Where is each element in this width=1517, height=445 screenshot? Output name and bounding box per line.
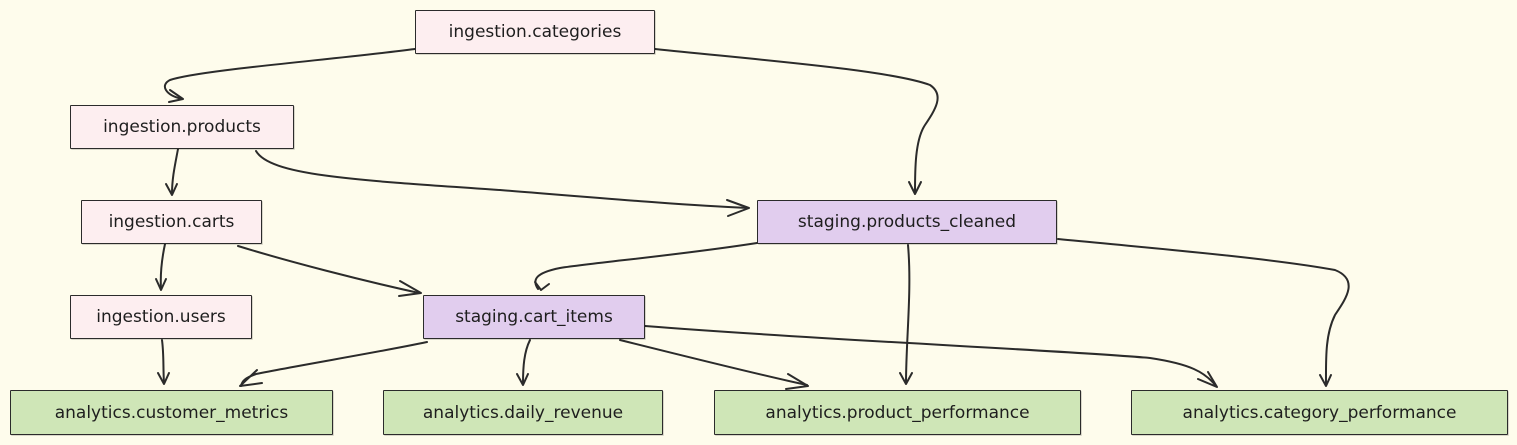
arrowhead-cart-items-category-performance [1197, 371, 1218, 388]
arrowhead-products-products-cleaned [726, 199, 750, 217]
arrowhead-cart-items-daily-revenue [516, 373, 529, 386]
edge-categories-products-cleaned [654, 48, 939, 194]
edge-products-carts [171, 148, 179, 195]
arrowhead-products-carts [165, 183, 178, 196]
node-staging-products-cleaned: staging.products_cleaned [757, 200, 1057, 244]
arrowhead-categories-products [168, 89, 184, 103]
edge-products-products-cleaned [255, 150, 749, 209]
arrowhead-cart-items-product-performance [785, 373, 809, 390]
edge-cart-items-product-performance [619, 339, 808, 386]
node-staging-cart-items: staging.cart_items [423, 295, 645, 339]
edge-carts-cart-items [237, 245, 420, 294]
node-analytics-daily-revenue: analytics.daily_revenue [383, 390, 663, 435]
arrowhead-cart-items-customer-metrics [239, 369, 263, 387]
arrowhead-users-customer-metrics [157, 372, 170, 385]
arrowhead-carts-users [155, 278, 167, 291]
arrowhead-categories-products-cleaned [908, 181, 922, 195]
node-ingestion-users: ingestion.users [70, 295, 252, 339]
node-ingestion-carts: ingestion.carts [81, 200, 262, 244]
edge-carts-users [159, 243, 166, 290]
edge-users-customer-metrics [161, 339, 165, 384]
node-analytics-product-performance: analytics.product_performance [714, 390, 1081, 435]
node-analytics-customer-metrics: analytics.customer_metrics [10, 390, 333, 435]
edge-products-cleaned-category-performance [1057, 238, 1350, 386]
node-ingestion-products: ingestion.products [70, 105, 294, 149]
arrowhead-products-cleaned-category-performance [1319, 374, 1332, 387]
edge-cart-items-daily-revenue [522, 339, 531, 385]
edge-products-cleaned-product-performance [905, 244, 911, 384]
edge-cart-items-category-performance [644, 325, 1217, 387]
edge-categories-products [163, 48, 416, 100]
arrowhead-products-cleaned-product-performance [899, 372, 913, 385]
edge-products-cleaned-cart-items [534, 242, 758, 290]
arrowhead-carts-cart-items [398, 280, 422, 297]
node-analytics-category-performance: analytics.category_performance [1131, 390, 1508, 435]
arrowhead-products-cleaned-cart-items [534, 281, 550, 291]
node-ingestion-categories: ingestion.categories [415, 10, 655, 54]
edge-cart-items-customer-metrics [240, 341, 428, 387]
